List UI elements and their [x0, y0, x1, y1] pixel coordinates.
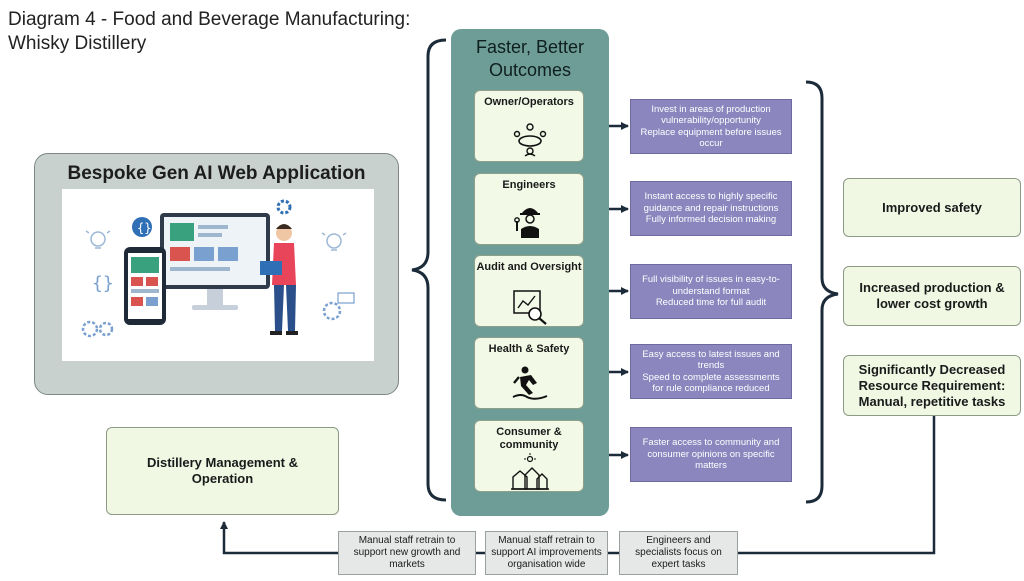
- audit-chart-icon: [513, 290, 547, 325]
- card-label: Engineers: [502, 179, 556, 191]
- card-health-safety: Health & Safety: [474, 337, 584, 409]
- task-box-retrain-ai: Manual staff retrain to support AI impro…: [485, 531, 608, 575]
- benefit-box-owner: Invest in areas of production vulnerabil…: [630, 99, 792, 154]
- outcomes-title-line-1: Faster, Better: [475, 37, 585, 57]
- outcomes-title-line-2: Outcomes: [488, 60, 572, 80]
- task-label: Manual staff retrain to support AI impro…: [491, 535, 602, 570]
- app-title: Bespoke Gen AI Web Application: [67, 163, 366, 184]
- benefit-line-1: Full visibility of issues in easy-to-und…: [642, 274, 780, 297]
- card-label: Consumer & community: [496, 426, 562, 451]
- task-box-expert-focus: Engineers and specialists focus on exper…: [619, 531, 738, 575]
- svg-text:{}: {}: [137, 221, 151, 235]
- card-owner-operators: Owner/Operators: [474, 90, 584, 162]
- distillery-management-box: Distillery Management & Operation: [106, 427, 339, 515]
- diagram-title: Diagram 4 - Food and Beverage Manufactur…: [8, 8, 410, 56]
- card-label: Audit and Oversight: [476, 261, 582, 273]
- app-panel: Bespoke Gen AI Web Application {} {}: [34, 153, 399, 395]
- benefit-box-community: Faster access to community and consumer …: [630, 427, 792, 482]
- result-label: Significantly Decreased Resource Require…: [858, 361, 1006, 409]
- svg-text:{}: {}: [92, 273, 114, 294]
- result-label: Improved safety: [882, 199, 982, 215]
- left-brace: [411, 38, 447, 502]
- task-label: Engineers and specialists focus on exper…: [635, 535, 722, 570]
- diagram-title-line-1: Diagram 4 - Food and Beverage Manufactur…: [8, 9, 411, 30]
- result-increased-production: Increased production & lower cost growth: [843, 266, 1021, 326]
- web-app-illustration-icon: {} {}: [81, 199, 355, 338]
- diagram-title-line-2: Whisky Distillery: [8, 33, 147, 54]
- benefit-line-1: Invest in areas of production vulnerabil…: [651, 103, 771, 127]
- outcomes-title: Faster, Better Outcomes: [451, 36, 609, 82]
- benefit-line-1: Easy access to latest issues and trends: [642, 348, 780, 372]
- benefit-box-audit: Full visibility of issues in easy-to-und…: [630, 264, 792, 319]
- outcomes-panel: Faster, Better Outcomes Owner/Operators …: [451, 29, 609, 516]
- card-label: Owner/Operators: [484, 96, 574, 108]
- slip-hazard-icon: [512, 366, 548, 400]
- benefit-line-2: Speed to complete assessments for rule c…: [642, 371, 780, 395]
- benefit-line-2: Replace equipment before issues occur: [640, 126, 782, 150]
- benefit-line-1: Faster access to community and consumer …: [642, 437, 780, 472]
- web-app-illustration: {} {}: [62, 189, 374, 361]
- card-consumer-community: Consumer & community: [474, 420, 584, 492]
- right-brace: [805, 80, 839, 504]
- card-audit-oversight: Audit and Oversight: [474, 255, 584, 327]
- benefit-line-2: Fully informed decision making: [645, 214, 777, 226]
- distillery-management-label: Distillery Management & Operation: [147, 455, 298, 486]
- benefit-line-1: Instant access to highly specific guidan…: [643, 191, 779, 214]
- community-houses-icon: [511, 453, 549, 490]
- meeting-group-icon: [513, 123, 547, 157]
- benefit-box-engineers: Instant access to highly specific guidan…: [630, 181, 792, 236]
- task-label: Manual staff retrain to support new grow…: [353, 535, 461, 570]
- task-box-retrain-growth: Manual staff retrain to support new grow…: [338, 531, 476, 575]
- result-label: Increased production & lower cost growth: [859, 280, 1005, 311]
- result-decreased-resource: Significantly Decreased Resource Require…: [843, 355, 1021, 416]
- card-engineers: Engineers: [474, 173, 584, 245]
- result-improved-safety: Improved safety: [843, 178, 1021, 237]
- benefit-line-2: Reduced time for full audit: [655, 297, 767, 309]
- card-label: Health & Safety: [488, 343, 570, 355]
- engineer-icon: [514, 208, 540, 238]
